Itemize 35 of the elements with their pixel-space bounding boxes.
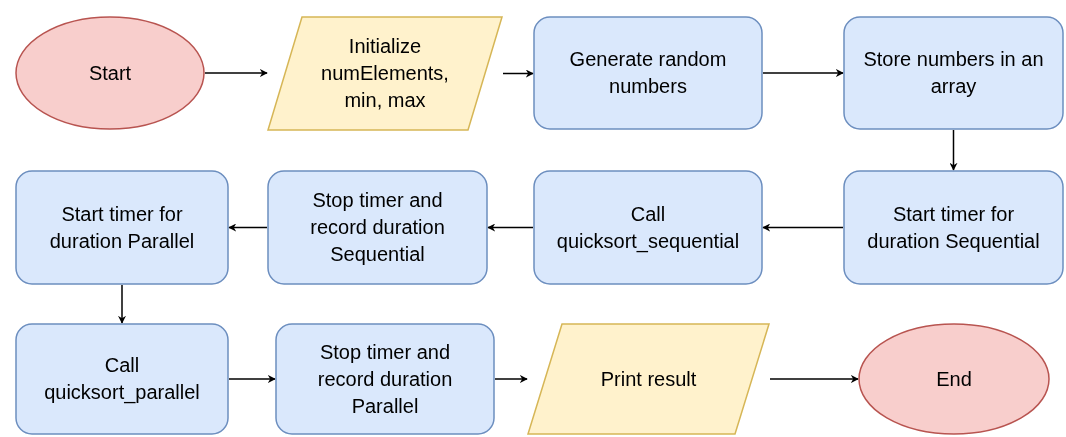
node-label: Print result <box>600 366 697 392</box>
process-box <box>843 170 1064 285</box>
arrow <box>502 69 534 78</box>
node-label: Start timer for duration Sequential <box>866 201 1041 254</box>
node-label: Call quicksort_parallel <box>43 353 201 406</box>
arrow <box>949 129 958 171</box>
io-parallelogram <box>267 16 503 131</box>
node-label: Stop timer and record duration Sequential <box>309 188 446 267</box>
process-box <box>533 170 763 285</box>
arrow <box>228 375 276 383</box>
arrow <box>762 223 844 232</box>
ellipse-node <box>15 16 205 130</box>
arrow <box>204 69 268 77</box>
process-box <box>533 16 763 130</box>
node-label: Start timer for duration Parallel <box>48 201 196 254</box>
arrow <box>762 69 844 77</box>
node-label: End <box>936 366 972 392</box>
process-box <box>267 170 488 285</box>
io-parallelogram <box>527 323 770 435</box>
node-label: Initialize numElements, min, max <box>320 34 450 113</box>
process-box <box>843 16 1064 130</box>
arrow <box>769 375 859 383</box>
node-label: Start <box>88 60 132 86</box>
node-label: Call quicksort_sequential <box>555 201 741 255</box>
node-label: Stop timer and record duration Parallel <box>316 339 454 419</box>
node-label: Generate random numbers <box>568 47 728 99</box>
process-box <box>275 323 495 435</box>
arrow <box>487 223 534 232</box>
process-box <box>15 323 229 435</box>
arrow <box>118 284 126 324</box>
node-label: Store numbers in an array <box>862 47 1045 99</box>
arrow <box>228 223 268 232</box>
process-box <box>15 170 229 285</box>
arrow <box>494 375 528 383</box>
ellipse-node <box>858 323 1050 435</box>
